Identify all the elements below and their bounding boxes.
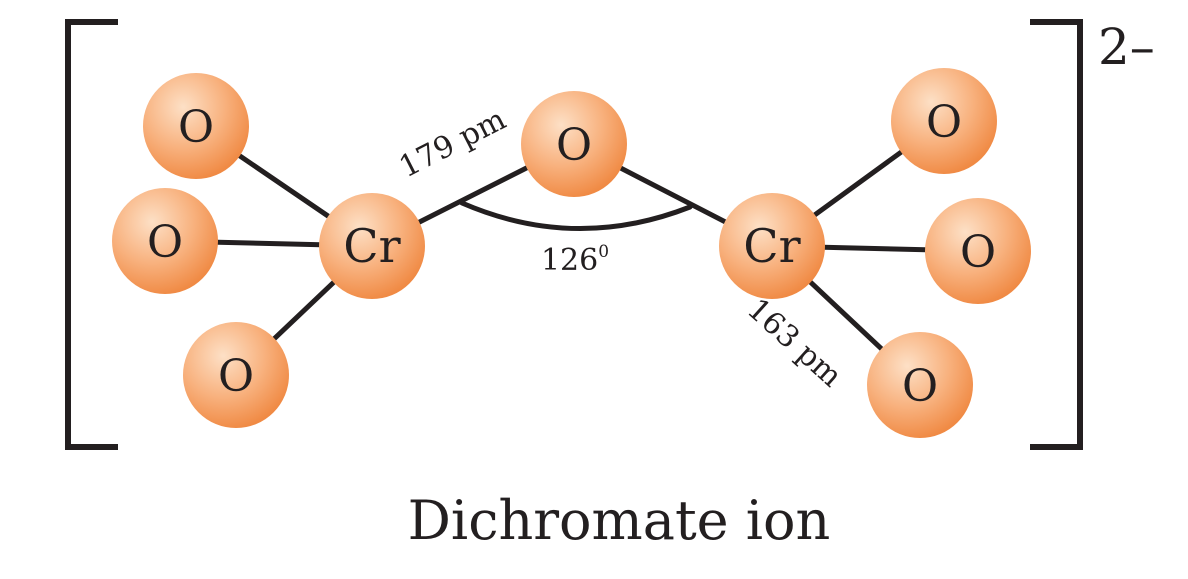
atom-o-right-mid: O: [925, 198, 1031, 304]
atom-o-left-bot: O: [183, 322, 289, 428]
bridge-angle-label: 1260: [541, 242, 609, 278]
atom-o-bridge-label: O: [556, 120, 592, 171]
left-bracket: [65, 19, 118, 450]
atom-o-left-top: O: [143, 73, 249, 179]
terminal-bond-length-label: 163 pm: [740, 292, 848, 395]
right-bracket: [1030, 19, 1083, 450]
bridge-bond-length-label: 179 pm: [394, 102, 512, 185]
bridge-angle-superscript: 0: [598, 242, 609, 262]
ion-charge: 2–: [1098, 18, 1155, 76]
atom-o-right-mid-label: O: [960, 227, 996, 278]
atom-o-left-mid: O: [112, 188, 218, 294]
atom-o-right-bot: O: [867, 332, 973, 438]
atom-cr-left: Cr: [319, 193, 425, 299]
bridge-angle-value: 126: [541, 243, 598, 278]
atom-o-left-top-label: O: [178, 102, 214, 153]
bond-angle-arc: [459, 200, 693, 231]
atom-o-right-top-label: O: [926, 97, 962, 148]
atom-cr-right: Cr: [719, 193, 825, 299]
atom-cr-right-label: Cr: [743, 219, 800, 273]
atom-o-right-top: O: [891, 68, 997, 174]
atom-cr-left-label: Cr: [343, 219, 400, 273]
diagram-caption: Dichromate ion: [408, 489, 831, 552]
atom-o-right-bot-label: O: [902, 361, 938, 412]
atom-o-left-bot-label: O: [218, 351, 254, 402]
atom-o-left-mid-label: O: [147, 217, 183, 268]
atom-o-bridge: O: [521, 91, 627, 197]
